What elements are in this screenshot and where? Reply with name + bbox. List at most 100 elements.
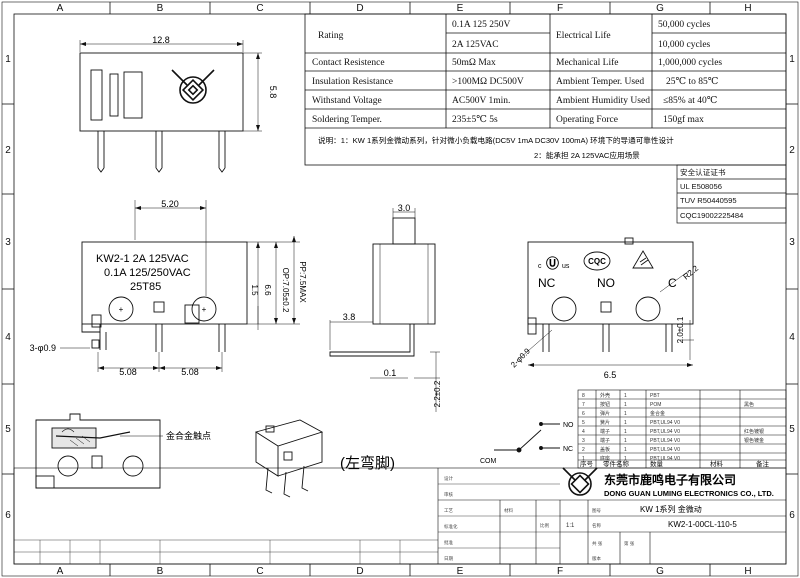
row-label-6: 6 <box>5 510 11 521</box>
row-label-4-right: 4 <box>789 332 795 343</box>
spec-contact-resistance-value: 50mΩ Max <box>452 58 496 68</box>
spec-ambient-temp-label: Ambient Temper. Used <box>556 77 644 87</box>
dim-h-body: 6.6 <box>263 284 272 296</box>
mount-hole-mark-left: + <box>119 305 124 314</box>
tb-label-design: 设计 <box>444 475 453 482</box>
col-label-d-bottom: D <box>356 566 363 577</box>
dim-mount-hole: 3-φ0.9 <box>30 343 56 353</box>
col-label-c-bottom: C <box>256 566 263 577</box>
bom-cell: PBT,UL94 V0 <box>650 420 680 426</box>
bom-header-no: 序号 <box>580 459 594 468</box>
bom-cell: 底座 <box>600 455 610 462</box>
bom-cell: 外壳 <box>600 392 610 399</box>
back-view <box>519 237 694 367</box>
bom-cell: PBT,UL94 V0 <box>650 456 680 462</box>
body-print-line3: 25T85 <box>130 281 161 293</box>
col-label-h-bottom: H <box>744 566 751 577</box>
tb-label-standard: 标准化 <box>444 523 458 530</box>
company-name-cn: 东莞市鹿鸣电子有限公司 <box>604 472 736 487</box>
row-label-4: 4 <box>5 332 11 343</box>
front-view <box>60 200 300 372</box>
spec-operating-force-label: Operating Force <box>556 115 618 125</box>
bom-cell: PBT,UL94 V0 <box>650 429 680 435</box>
bom-cell: PBT <box>650 393 660 399</box>
schematic-com: COM <box>480 458 497 465</box>
bom-cell: 3 <box>582 438 585 444</box>
bom-cell: 1 <box>624 393 627 399</box>
cert-tuv: TUV R50440595 <box>680 196 737 205</box>
section-view <box>35 413 163 489</box>
bom-cell: 弹片 <box>600 410 610 417</box>
col-label-b-bottom: B <box>157 566 164 577</box>
dim-top-height: 5.8 <box>268 86 278 99</box>
spec-withstand-value: AC500V 1min. <box>452 96 510 106</box>
bom-cell: 金合金 <box>650 410 665 417</box>
col-label-g: G <box>656 3 664 14</box>
certification-box <box>676 164 787 224</box>
bom-cell: 1 <box>624 438 627 444</box>
spec-note-line1: 说明：1：KW 1系列金微动系列，针对微小负载电路(DC5V 1mA DC30V… <box>318 135 674 145</box>
bom-cell: 1 <box>624 411 627 417</box>
cert-ul: UL E508056 <box>680 182 722 191</box>
spec-electrical-life-value1: 50,000 cycles <box>658 20 711 30</box>
col-label-a: A <box>57 3 64 14</box>
callout-left-bent: (左弯脚) <box>340 455 395 472</box>
bom-cell: 1 <box>624 456 627 462</box>
col-label-g-bottom: G <box>656 566 664 577</box>
cert-cqc: CQC19002225484 <box>680 211 743 220</box>
bom-cell: 红色镀银 <box>744 428 764 435</box>
bom-cell: 盖板 <box>600 446 610 453</box>
bom-cell: 5 <box>582 420 585 426</box>
bom-cell: 簧片 <box>600 419 610 426</box>
back-label-no: NO <box>597 276 615 290</box>
bom-cell: 1 <box>624 402 627 408</box>
body-print-line1: KW2-1 2A 125VAC <box>96 253 189 265</box>
dim-back-hole: 2-φ0.9 <box>509 346 532 369</box>
col-label-e: E <box>457 3 464 14</box>
dim-h-15: 1.5 <box>250 284 259 296</box>
bom-cell: POM <box>650 402 661 408</box>
row-label-6-right: 6 <box>789 510 795 521</box>
col-label-e-bottom: E <box>457 566 464 577</box>
tb-label-scale: 比例 <box>540 522 549 529</box>
schematic-no: NO <box>563 422 574 429</box>
body-print-line2: 0.1A 125/250VAC <box>104 267 191 279</box>
row-label-1: 1 <box>5 54 11 65</box>
bom-header-material: 材料 <box>710 459 724 468</box>
cert-title: 安全认证证书 <box>680 167 726 177</box>
dim-side-22: 2.2±0.2 <box>433 380 442 407</box>
top-view <box>79 40 262 173</box>
dim-back-65: 6.5 <box>604 370 617 380</box>
bom-cell: 4 <box>582 429 585 435</box>
product-name: KW 1系列 金微动 <box>640 504 702 514</box>
back-label-c: C <box>668 276 677 290</box>
row-label-3: 3 <box>5 237 11 248</box>
spec-ambient-temp-value: 25℃ to 85℃ <box>666 77 719 87</box>
tb-label-approve: 批准 <box>444 539 453 546</box>
dim-pitch-left: 5.08 <box>119 367 137 377</box>
spec-soldering-label: Soldering Temper. <box>312 115 382 125</box>
luming-logo-top <box>171 69 215 104</box>
bom-cell: 6 <box>582 411 585 417</box>
mount-hole-mark-right: + <box>202 305 207 314</box>
col-label-f-bottom: F <box>557 566 563 577</box>
bom-header-name: 零件名称 <box>603 459 630 468</box>
tb-label-name: 名称 <box>592 522 601 529</box>
tb-label-sheet: 第 张 <box>624 540 635 547</box>
ul-mark-c: c <box>538 263 542 270</box>
spec-insulation-label: Insulation Resistance <box>312 77 393 87</box>
dim-pitch-right: 5.08 <box>181 367 199 377</box>
spec-mechanical-life-label: Mechanical Life <box>556 57 619 68</box>
tb-label-date: 日期 <box>444 556 453 562</box>
col-label-f: F <box>557 3 563 14</box>
spec-mechanical-life-value: 1,000,000 cycles <box>658 58 722 68</box>
bom-cell: 端子 <box>600 437 610 444</box>
tb-label-drawing-no: 图号 <box>592 508 601 514</box>
row-label-1-right: 1 <box>789 54 795 65</box>
bom-table <box>577 389 787 469</box>
row-label-3-right: 3 <box>789 237 795 248</box>
spec-operating-force-value: 150gf max <box>663 114 704 125</box>
row-label-2-right: 2 <box>789 145 795 156</box>
col-label-h: H <box>744 3 751 14</box>
